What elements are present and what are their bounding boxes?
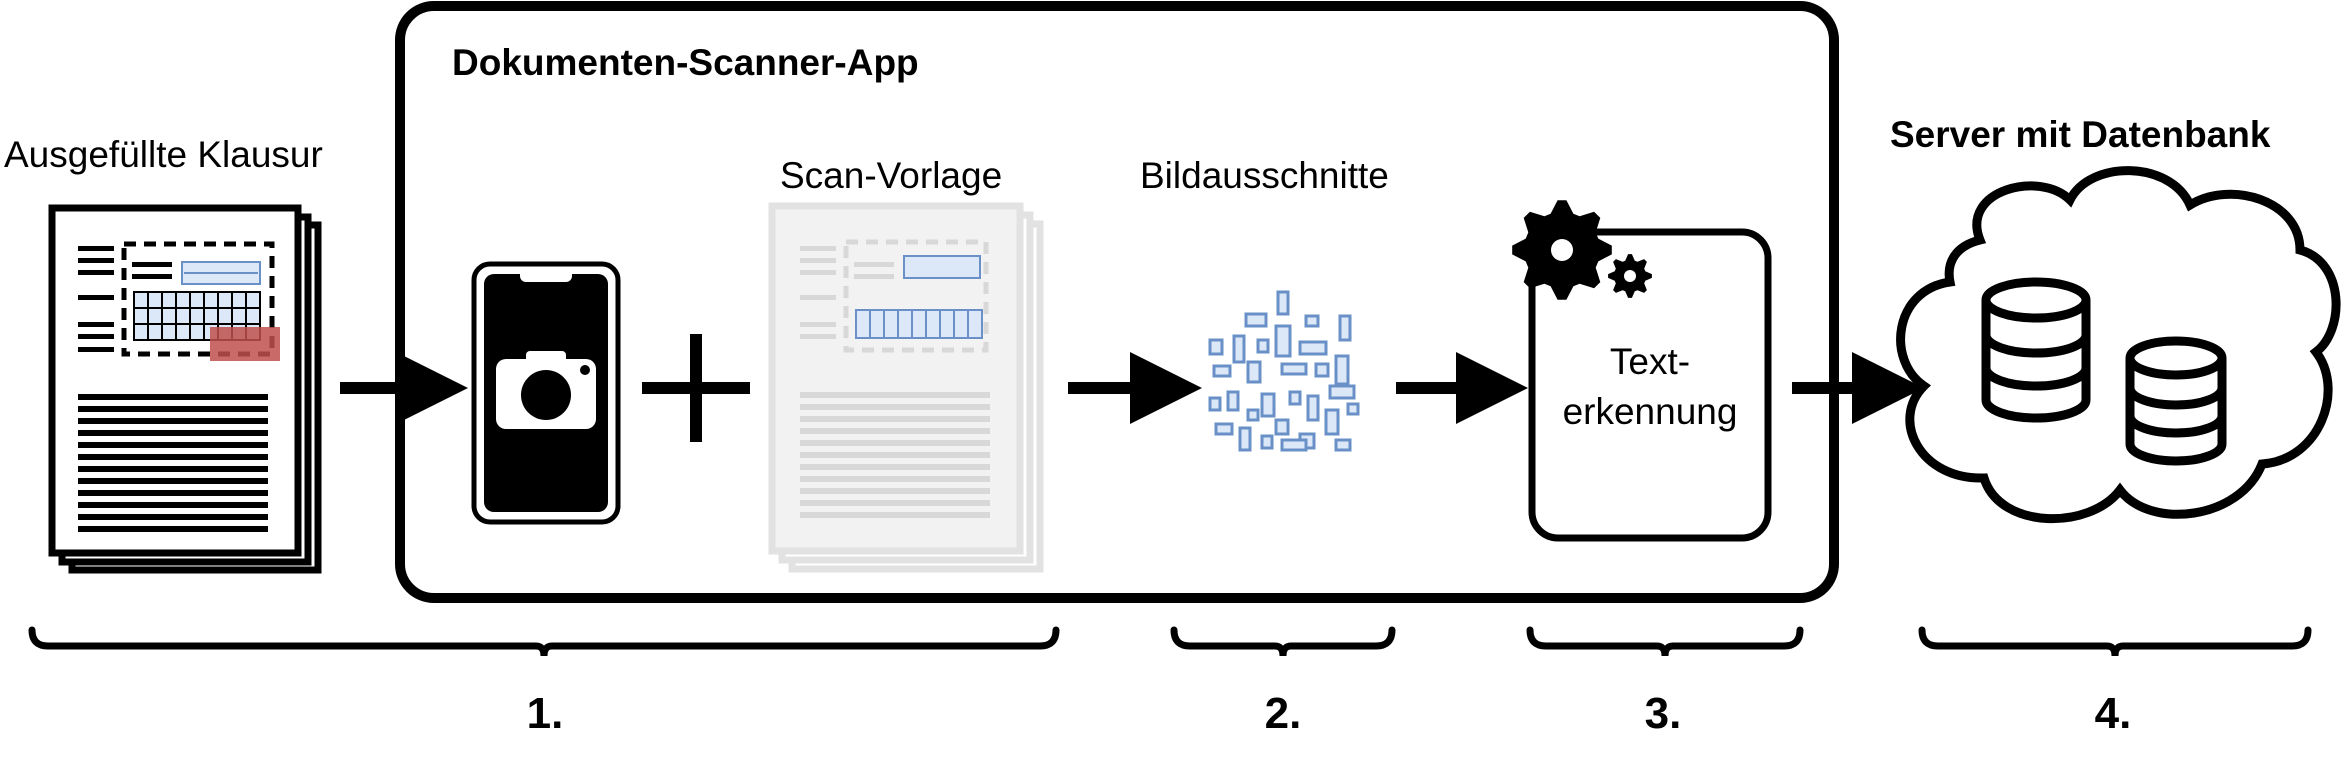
gears-icon [1512,200,1652,300]
step-4-label: 4. [2095,689,2132,738]
brace-step-1 [28,626,1060,657]
step-1-label: 1. [527,689,564,738]
brace-step-2 [1170,626,1396,657]
template-document-stack-icon [768,202,1044,573]
image-fragments-icon [1208,290,1360,452]
server-label: Server mit Datenbank [1890,114,2271,155]
app-title: Dokumenten-Scanner-App [452,42,919,83]
ocr-label-line2: erkennung [1563,391,1738,432]
braces-group [28,626,2312,657]
plus-icon [642,334,750,442]
ocr-label-line1: Text- [1610,341,1690,382]
crops-label: Bildausschnitte [1140,155,1389,196]
template-label: Scan-Vorlage [780,155,1002,196]
step-2-label: 2. [1265,689,1302,738]
ocr-box [1528,228,1772,542]
smartphone-camera-icon [471,261,621,525]
step-3-label: 3. [1645,689,1682,738]
brace-step-3 [1526,626,1804,657]
cloud-database-icon [1896,166,2341,523]
app-container [395,1,1839,603]
brace-step-4 [1918,626,2312,657]
document-stack-icon [48,204,322,574]
exam-label: Ausgefüllte Klausur [4,134,323,175]
